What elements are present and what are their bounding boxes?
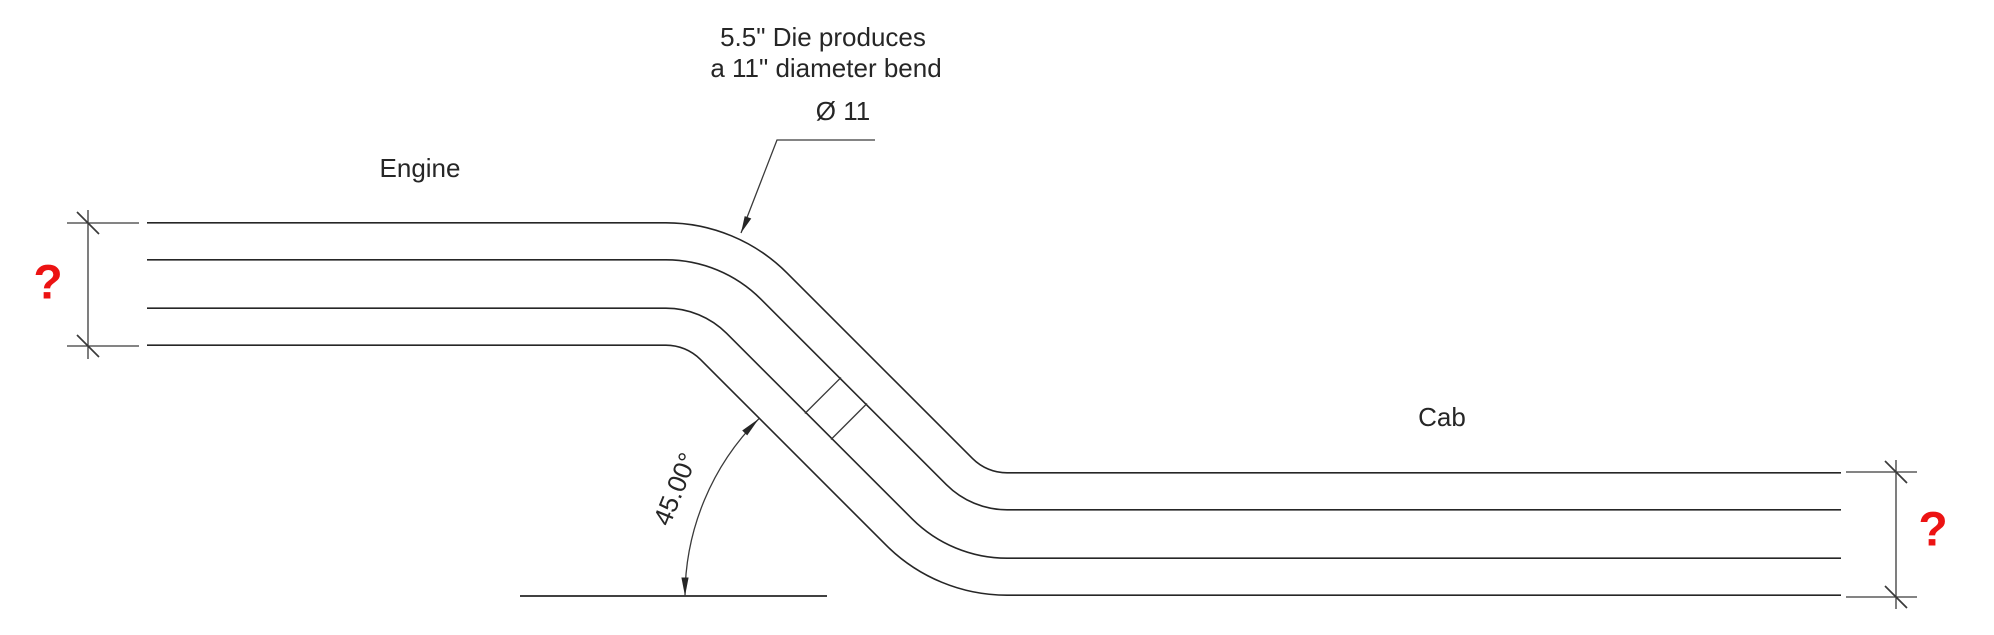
left-unknown-dimension: ? (33, 257, 62, 310)
pipe-inner-core (143, 260, 1845, 558)
angle-value: 45.00° (647, 448, 703, 529)
left-diameter-dimension: ? (33, 210, 139, 359)
dimension-tick (1884, 585, 1908, 609)
engine-section-label: Engine (380, 153, 461, 183)
dimension-tick (1884, 460, 1908, 484)
bend-note-line2: a 11" diameter bend (710, 53, 941, 83)
diameter-callout-value: Ø 11 (816, 96, 870, 126)
leader-line (740, 139, 875, 234)
weld-joint-mark (804, 377, 842, 414)
arrowhead-icon (681, 577, 689, 596)
angle-arc (684, 418, 760, 597)
bend-note: 5.5" Die produces a 11" diameter bend (710, 22, 941, 83)
cab-section-label: Cab (1418, 402, 1466, 432)
dimension-tick (76, 334, 100, 358)
weld-joint-marks (804, 377, 868, 440)
pipe-body (143, 222, 1845, 596)
weld-joint-mark (830, 403, 868, 440)
bend-note-line1: 5.5" Die produces (720, 22, 926, 52)
angle-dimension: 45.00° (520, 418, 827, 597)
arrowhead-icon (742, 418, 759, 436)
pipe-outer-core (143, 223, 1845, 595)
arrowhead-icon (741, 216, 752, 233)
right-diameter-dimension: ? (1846, 460, 1948, 609)
dimension-tick (76, 211, 100, 235)
right-unknown-dimension: ? (1918, 504, 1947, 557)
diameter-callout: Ø 11 (740, 96, 875, 234)
